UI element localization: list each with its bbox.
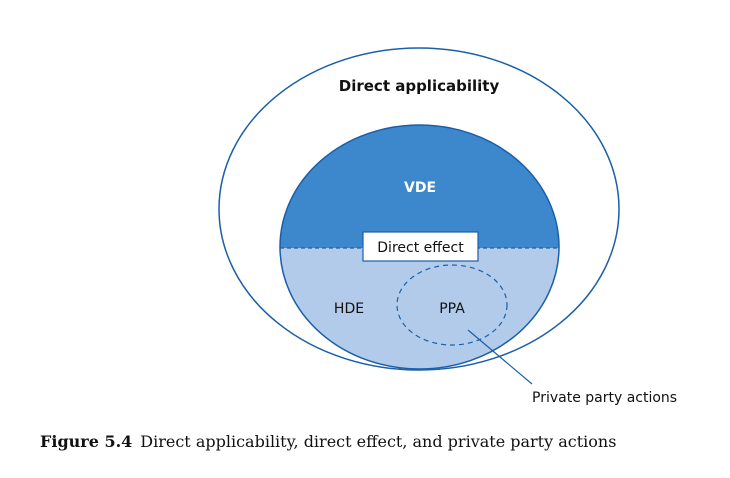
direct-effect-label: Direct effect xyxy=(377,240,464,256)
figure-caption-text: Direct applicability, direct effect, and… xyxy=(140,432,616,451)
vde-region xyxy=(280,125,559,248)
ppa-label: PPA xyxy=(439,301,465,317)
hde-label: HDE xyxy=(334,301,364,317)
direct-applicability-ellipse xyxy=(218,47,620,371)
figure-caption: Figure 5.4 Direct applicability, direct e… xyxy=(40,432,616,451)
vde-label: VDE xyxy=(404,180,436,196)
hde-region xyxy=(280,248,559,369)
direct-effect-box xyxy=(362,231,479,262)
figure-number: Figure 5.4 xyxy=(40,432,132,451)
callout-label: Private party actions xyxy=(532,390,677,406)
direct-applicability-label: Direct applicability xyxy=(339,77,500,95)
ppa-ellipse xyxy=(396,264,508,346)
callout-line xyxy=(467,329,533,385)
direct-effect-ellipse xyxy=(279,124,560,370)
